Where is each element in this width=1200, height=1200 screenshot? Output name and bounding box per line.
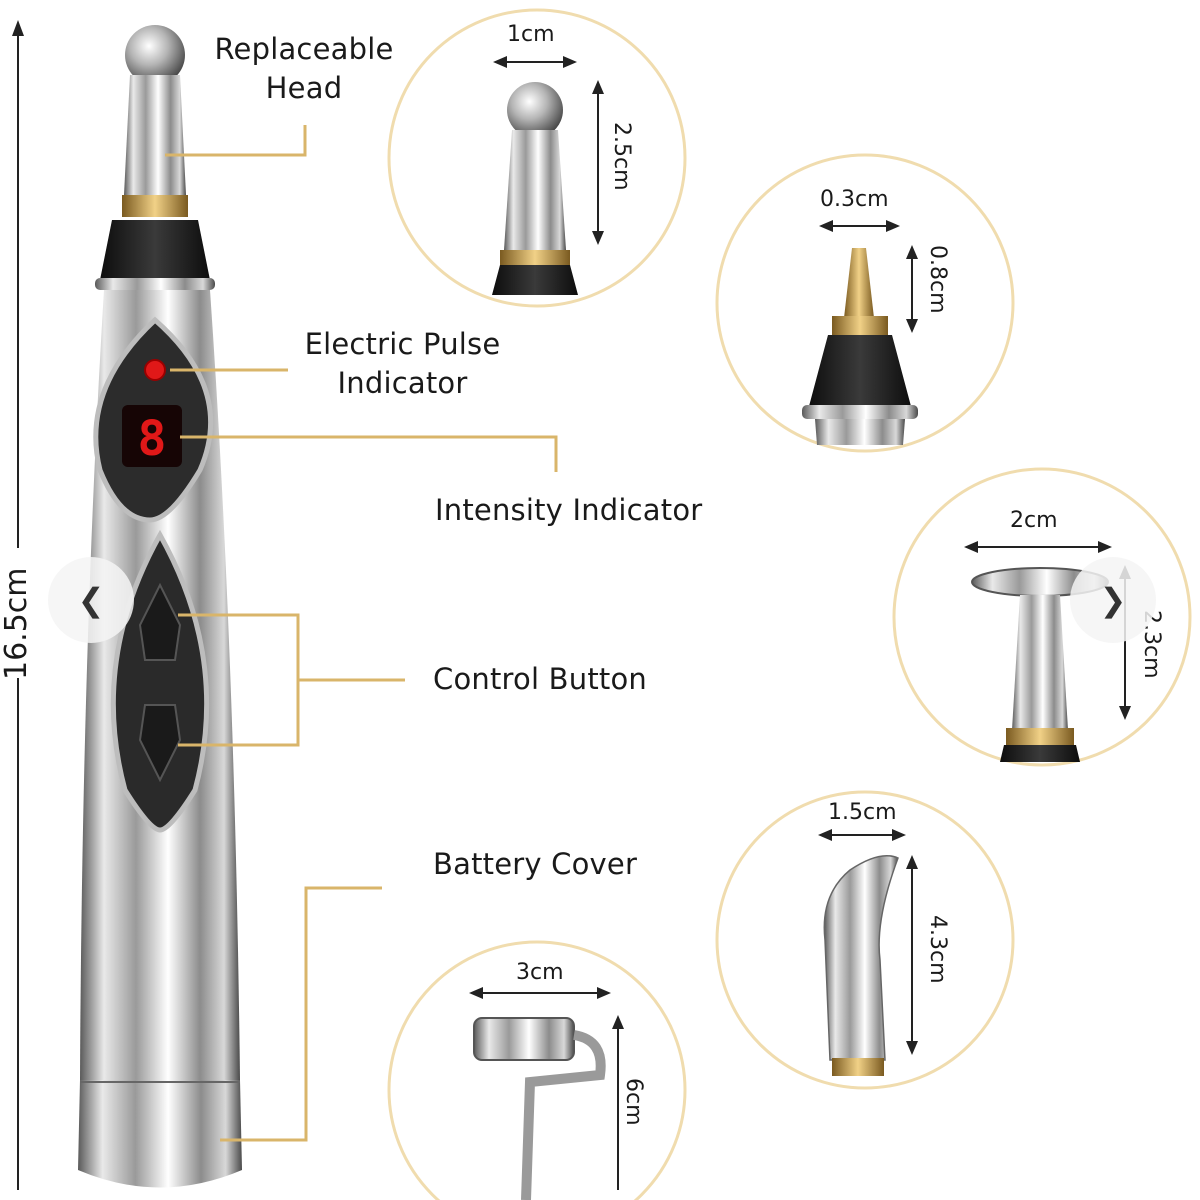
disc-head-width: 2cm [1010, 508, 1058, 533]
head-detail-circles [387, 8, 1192, 1200]
ball-head-height: 2.5cm [609, 122, 634, 191]
needle-head [802, 220, 918, 445]
roller-head-width: 3cm [516, 960, 564, 985]
scraper-head-height: 4.3cm [925, 915, 950, 984]
replaceable-head-line1: Replaceable [214, 32, 394, 66]
segment-digit-icon: 8 [138, 411, 167, 467]
chevron-right-icon: ❯ [1099, 581, 1127, 619]
acupuncture-pen: 8 [78, 25, 242, 1188]
overall-length-label: 16.5cm [0, 567, 34, 680]
needle-head-height: 0.8cm [925, 245, 950, 314]
chevron-left-icon: ❮ [77, 581, 105, 619]
electric-pulse-indicator-label: Electric Pulse Indicator [300, 325, 505, 403]
replaceable-head-line2: Head [265, 71, 343, 105]
carousel-prev-button[interactable]: ❮ [48, 557, 134, 643]
carousel-next-button[interactable]: ❯ [1070, 557, 1156, 643]
disc-head [964, 541, 1131, 762]
needle-head-width: 0.3cm [820, 187, 889, 212]
intensity-display [122, 405, 182, 467]
electric-pulse-line1: Electric Pulse [304, 327, 501, 361]
scraper-head [818, 829, 918, 1076]
overall-length-dimension [2, 20, 34, 1190]
battery-cover-label: Battery Cover [433, 847, 638, 881]
roller-head [469, 987, 624, 1200]
down-button[interactable] [138, 704, 182, 783]
callout-lines [165, 125, 558, 1142]
intensity-indicator-label: Intensity Indicator [435, 493, 703, 527]
ball-head-width: 1cm [507, 22, 555, 47]
pulse-led-icon [144, 359, 166, 381]
replaceable-head-label: Replaceable Head [205, 30, 403, 108]
up-button[interactable] [138, 582, 182, 661]
control-button-label: Control Button [433, 662, 647, 696]
roller-head-height: 6cm [621, 1078, 646, 1126]
scraper-head-width: 1.5cm [828, 800, 897, 825]
electric-pulse-line2: Indicator [337, 366, 468, 400]
ball-head [492, 56, 604, 295]
